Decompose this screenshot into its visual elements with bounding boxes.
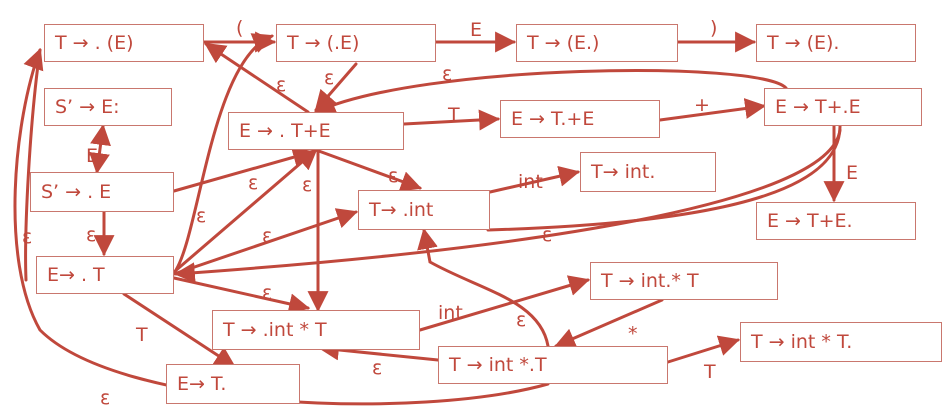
label-e-2: E: [846, 162, 858, 184]
label-eps-1: ε: [442, 63, 452, 85]
label-eps-3: ε: [324, 67, 334, 89]
label-t-2: T: [703, 361, 716, 383]
edge-t-2: [666, 335, 741, 364]
edge-eps-e-t-to-paren: [174, 33, 274, 272]
edge-eps-to-e-dot-tpe-2: [172, 147, 315, 193]
edge-int-1: [488, 165, 581, 194]
label-eps-9: ε: [22, 226, 32, 248]
state-e-t-dot-pe: E → T.+E: [500, 100, 660, 138]
edge-t-1: [402, 109, 501, 131]
label-eps-6: ε: [388, 165, 398, 187]
label-e-1: E: [470, 19, 482, 41]
state-t-int-times-done: T → int * T.: [740, 322, 942, 362]
edge-eps-bottom-loop: [13, 48, 550, 406]
label-int-2: int: [438, 302, 463, 324]
edge-eps-to-e-dot-t: [173, 128, 842, 284]
label-int-1: int: [518, 171, 543, 193]
state-e-tpe-done: E → T+E.: [756, 202, 916, 240]
label-e-3: E: [86, 145, 98, 167]
label-t-3: T: [135, 324, 148, 346]
label-close-paren: ): [710, 17, 717, 39]
state-t-dot-paren: T → . (E): [44, 24, 204, 62]
edge-eps-to-int-times: [317, 339, 440, 362]
state-t-dot-int-times: T → .int * T: [212, 310, 420, 350]
label-eps-2: ε: [276, 74, 286, 96]
label-eps-13: ε: [516, 309, 526, 331]
label-eps-14: ε: [372, 357, 382, 379]
state-e-dot-t: E→ . T: [36, 256, 174, 294]
edge-int-2: [418, 275, 591, 332]
label-eps-4: ε: [248, 172, 258, 194]
edge-eps-loop-top: [314, 69, 788, 114]
state-t-int-done: T→ int.: [580, 152, 716, 192]
edge-eps-from-e-tpe: [486, 124, 842, 232]
label-eps-5: ε: [302, 174, 312, 196]
edge-eps-to-int-curve: [417, 227, 550, 348]
edge-e-3: [89, 123, 111, 175]
label-eps-10: ε: [86, 224, 96, 246]
state-t-dot-int: T→ .int: [358, 190, 490, 230]
state-t-paren-e-dot: T → (E.): [516, 24, 678, 62]
state-sp-e-done: S’ → E:: [44, 88, 172, 126]
label-eps-12: ε: [262, 282, 272, 304]
state-t-int-times-dot: T → int *.T: [438, 346, 668, 384]
label-eps-8: ε: [262, 225, 272, 247]
label-times: *: [628, 323, 638, 345]
label-t-1: T: [447, 104, 460, 126]
state-e-tp-dot-e: E → T+.E: [764, 88, 922, 126]
edge-eps-e-t-to-tpe: [172, 148, 318, 274]
state-sp-dot-e: S’ → . E: [30, 172, 174, 212]
edge-eps-left: [24, 48, 42, 282]
label-eps-11: ε: [542, 224, 552, 246]
label-plus: +: [694, 94, 710, 116]
state-e-dot-tpe: E → . T+E: [228, 112, 404, 150]
state-t-int-dot-times: T → int.* T: [590, 262, 778, 300]
edge-eps-e-t-to-int-times: [172, 276, 311, 315]
state-t-paren-done: T → (E).: [756, 24, 916, 62]
state-t-paren-dot-e: T → (.E): [276, 24, 436, 62]
edge-eps-to-t-dot-int: [314, 148, 422, 192]
label-open-paren: (: [236, 17, 243, 39]
edge-t-3: [122, 292, 236, 368]
edge-plus: [658, 98, 767, 122]
edge-eps-to-t-dot-paren: [204, 42, 310, 114]
label-eps-7: ε: [196, 205, 206, 227]
edge-eps-e-t-to-int: [172, 208, 358, 276]
edge-times: [554, 298, 664, 349]
state-e-t-done: E→ T.: [166, 364, 300, 404]
label-eps-15: ε: [100, 387, 110, 409]
